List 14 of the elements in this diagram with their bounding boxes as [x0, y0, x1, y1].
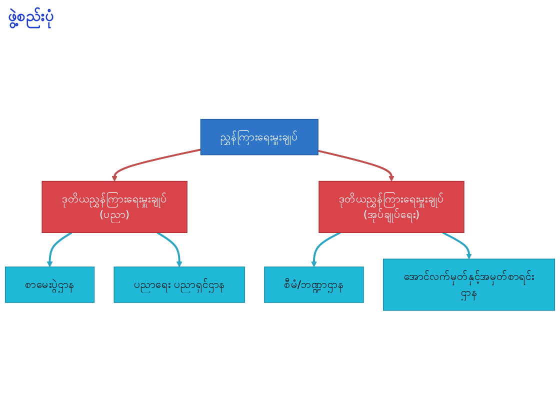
arrow	[156, 232, 182, 268]
arrow	[318, 150, 394, 182]
node-box: ညွှန်ကြားရေးမှူးချုပ်	[200, 119, 318, 156]
diagram-title: ဖွဲ့စည်းပုံ	[8, 6, 54, 28]
node-box: စီမံ/ဘဏ္ဍာဌာန	[264, 266, 364, 303]
node-box: အောင်လက်မှတ်နှင့်အမှတ်စာရင်းဌာန	[383, 258, 556, 311]
node-box: စာမေးပွဲဌာန	[4, 266, 95, 303]
arrow	[311, 232, 341, 268]
arrow	[442, 232, 472, 260]
node-box: ပညာရေး ပညာရှင်ဌာန	[114, 266, 245, 303]
node-box: ဒုတိယညွှန်ကြားရေးမှူးချုပ် (အုပ်ချုပ်ရေး)	[318, 181, 464, 234]
arrow	[46, 232, 72, 268]
node-box: ဒုတိယညွှန်ကြားရေးမှူးချုပ် (ပညာ)	[42, 181, 188, 234]
arrow	[112, 148, 201, 182]
